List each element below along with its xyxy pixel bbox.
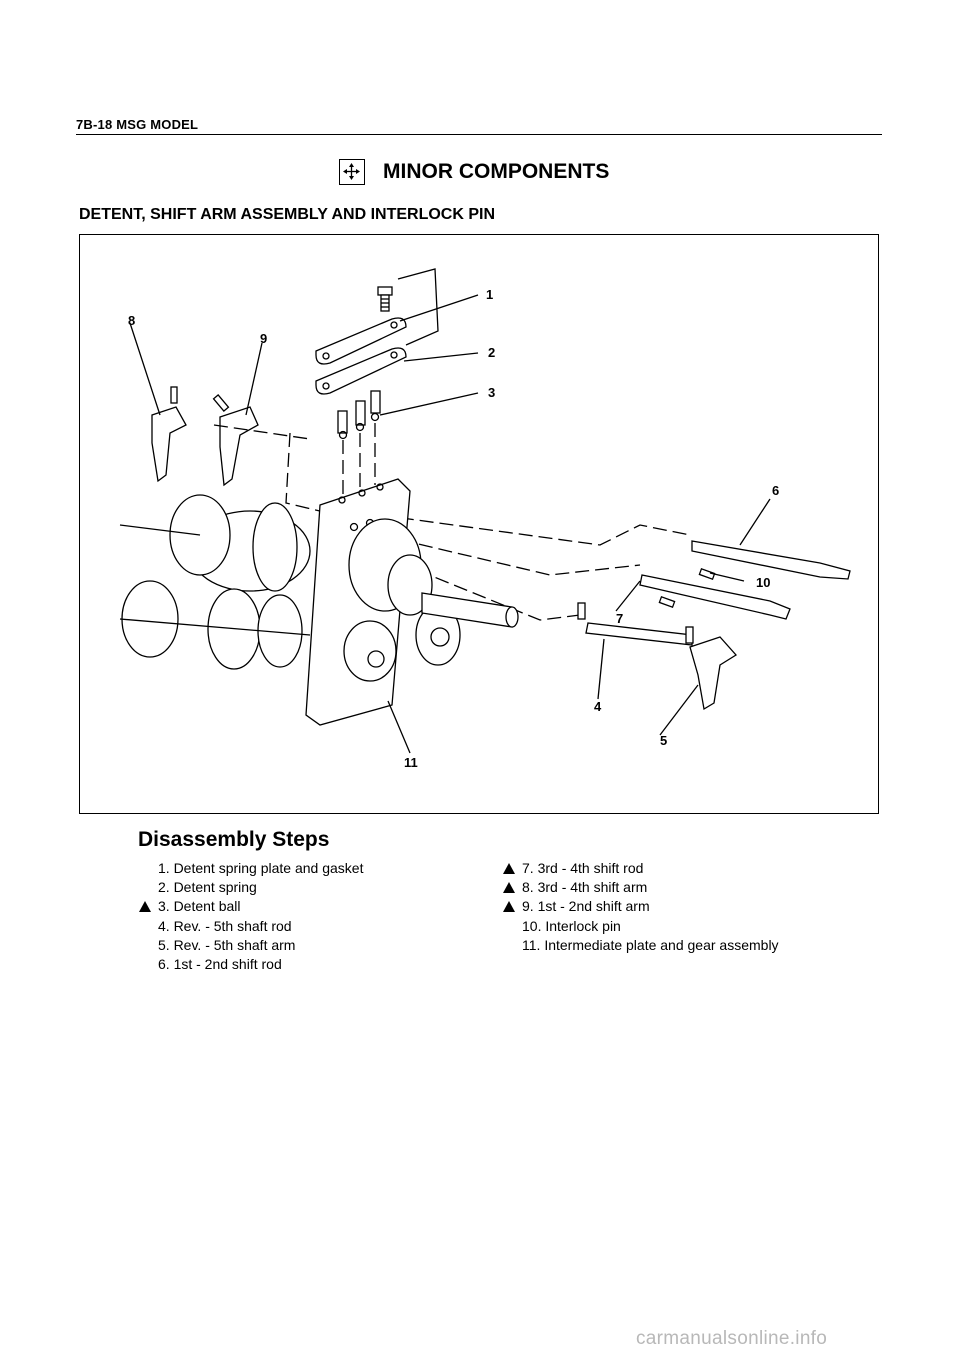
triangle-marker-icon <box>503 863 515 874</box>
step-item: 9. 1st - 2nd shift arm <box>503 897 779 916</box>
callout-5: 5 <box>660 733 667 748</box>
title-row: MINOR COMPONENTS <box>339 157 609 187</box>
step-item: 7. 3rd - 4th shift rod <box>503 859 779 878</box>
callout-8: 8 <box>128 313 135 328</box>
step-item: 6. 1st - 2nd shift rod <box>158 955 282 972</box>
callout-2: 2 <box>488 345 495 360</box>
triangle-marker-icon <box>139 901 151 913</box>
callout-7: 7 <box>616 611 623 626</box>
exploded-diagram: 1 2 3 4 5 6 7 8 9 10 11 <box>79 234 879 814</box>
watermark: carmanualsonline.info <box>636 1328 828 1349</box>
callout-6: 6 <box>772 483 779 498</box>
step-item: 2. Detent spring <box>158 879 257 896</box>
page-title: MINOR COMPONENTS <box>383 160 610 183</box>
steps-list-right: 7. 3rd - 4th shift rod 8. 3rd - 4th shif… <box>503 859 779 955</box>
triangle-marker-icon <box>503 901 515 913</box>
steps-list-left: 1. Detent spring plate and gasket 2. Det… <box>139 859 364 974</box>
callout-4: 4 <box>594 699 602 714</box>
step-item: 11. Intermediate plate and gear assembly <box>522 936 779 953</box>
callout-9: 9 <box>260 331 267 346</box>
callout-1: 1 <box>486 287 493 302</box>
move-arrows-icon <box>339 159 365 185</box>
triangle-marker-icon <box>503 882 515 894</box>
steps-heading: Disassembly Steps <box>138 828 330 851</box>
step-item: 10. Interlock pin <box>522 917 621 934</box>
step-item: 1. Detent spring plate and gasket <box>158 860 364 876</box>
step-item: 8. 3rd - 4th shift arm <box>503 878 779 897</box>
page-header: 7B-18 MSG MODEL <box>76 117 199 132</box>
step-item: 4. Rev. - 5th shaft rod <box>158 917 292 934</box>
callout-10: 10 <box>756 575 770 590</box>
callout-3: 3 <box>488 385 495 400</box>
header-rule <box>76 134 882 135</box>
callout-11: 11 <box>404 755 418 770</box>
step-item: 3. Detent ball <box>139 897 363 916</box>
step-item: 5. Rev. - 5th shaft arm <box>158 936 296 953</box>
section-heading: DETENT, SHIFT ARM ASSEMBLY AND INTERLOCK… <box>79 206 496 223</box>
exploded-diagram-drawing: 1 2 3 4 5 6 7 8 9 10 11 <box>119 268 851 770</box>
